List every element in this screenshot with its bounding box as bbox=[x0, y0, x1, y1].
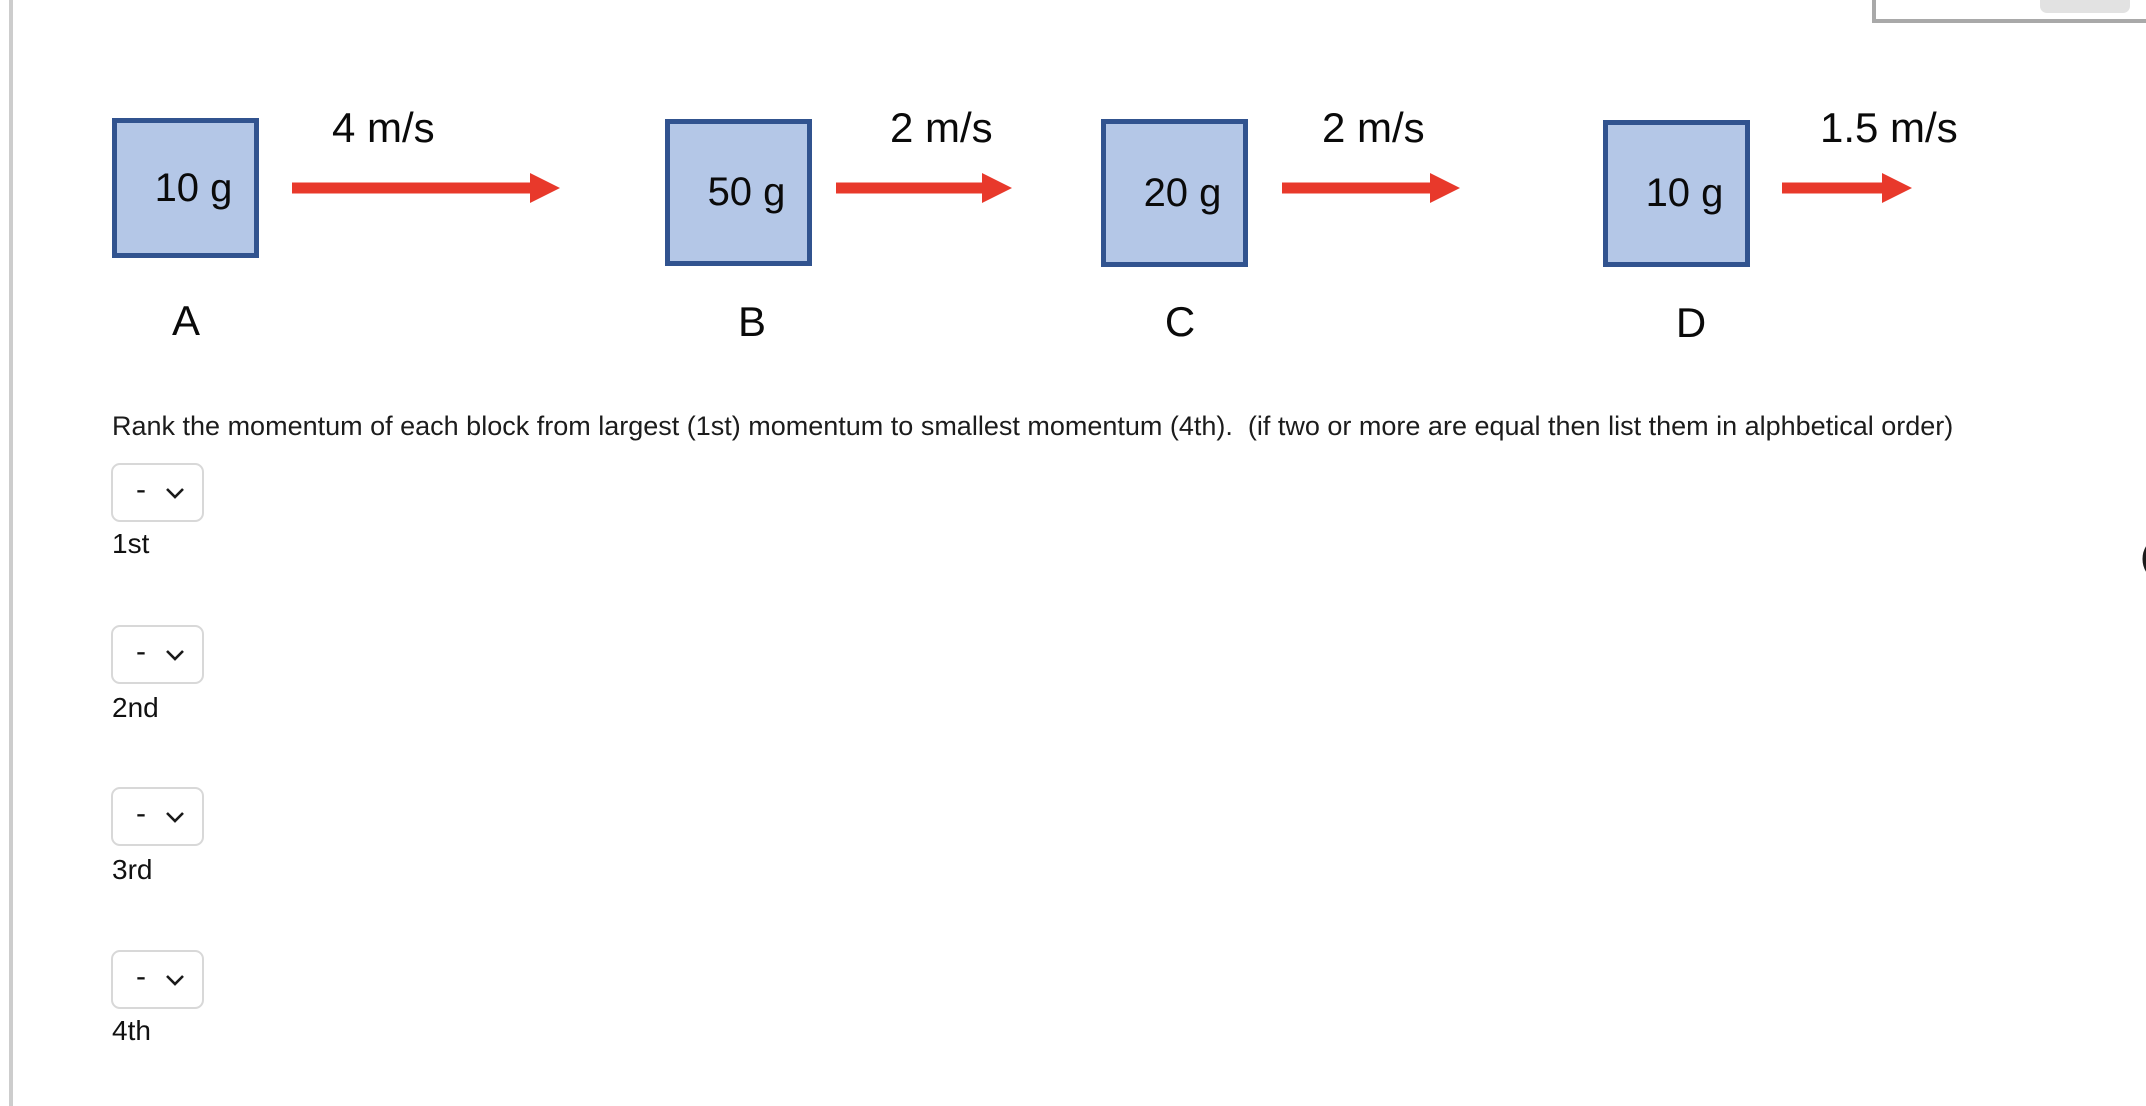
block-B: 50 g bbox=[665, 119, 812, 266]
question-text: Rank the momentum of each block from lar… bbox=[112, 411, 1954, 441]
block-B-letter: B bbox=[737, 298, 766, 345]
rank-1st-select[interactable]: - bbox=[111, 463, 204, 522]
page-left-border bbox=[9, 0, 13, 1106]
block-C-letter: C bbox=[1164, 298, 1196, 345]
block-B-velocity-arrow-icon bbox=[836, 173, 1012, 203]
cutoff-panel-button bbox=[2040, 0, 2130, 13]
cutoff-panel-left-edge bbox=[1872, 0, 1876, 22]
rank-2nd-label: 2nd bbox=[112, 692, 159, 723]
rank-4th-label: 4th bbox=[112, 1015, 151, 1046]
rank-3rd-label: 3rd bbox=[112, 854, 153, 885]
block-A: 10 g bbox=[112, 118, 259, 258]
block-A-mass-label: 10 g bbox=[154, 165, 233, 210]
rank-1st-selected-value: - bbox=[136, 472, 146, 506]
rank-4th-selected-value: - bbox=[136, 959, 146, 993]
block-A-letter: A bbox=[171, 297, 200, 344]
block-D-velocity-arrow-icon bbox=[1782, 173, 1912, 203]
block-D: 10 g bbox=[1603, 120, 1750, 267]
block-C: 20 g bbox=[1101, 119, 1248, 267]
rank-2nd-select[interactable]: - bbox=[111, 625, 204, 684]
block-D-speed-label: 1.5 m/s bbox=[1820, 104, 1958, 151]
block-B-mass-label: 50 g bbox=[707, 170, 786, 214]
block-C-speed-label: 2 m/s bbox=[1322, 104, 1425, 151]
rank-3rd-select[interactable]: - bbox=[111, 787, 204, 846]
block-C-mass-label: 20 g bbox=[1143, 170, 1222, 215]
rank-2nd-selected-value: - bbox=[136, 634, 146, 668]
block-A-speed-label: 4 m/s bbox=[332, 104, 435, 151]
block-D-mass-label: 10 g bbox=[1645, 171, 1724, 215]
rank-1st-label: 1st bbox=[112, 528, 150, 559]
block-D-letter: D bbox=[1675, 299, 1707, 346]
rank-3rd-selected-value: - bbox=[136, 796, 146, 830]
cutoff-panel-bottom-edge bbox=[1872, 19, 2146, 23]
rank-4th-select[interactable]: - bbox=[111, 950, 204, 1009]
block-C-velocity-arrow-icon bbox=[1282, 173, 1460, 203]
chevron-down-icon bbox=[166, 487, 184, 499]
chevron-down-icon bbox=[166, 649, 184, 661]
block-A-velocity-arrow-icon bbox=[292, 173, 560, 203]
chevron-down-icon bbox=[166, 974, 184, 986]
cutoff-hint-icon bbox=[2133, 532, 2146, 588]
chevron-down-icon bbox=[166, 811, 184, 823]
block-B-speed-label: 2 m/s bbox=[890, 104, 993, 151]
